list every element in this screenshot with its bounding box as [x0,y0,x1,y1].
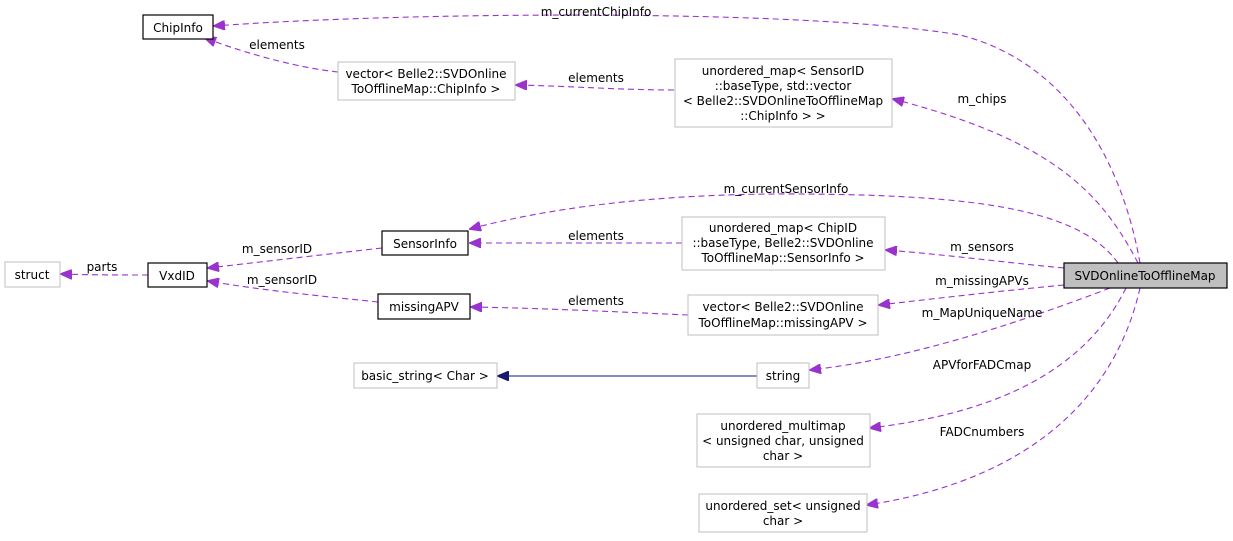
node-svdonlinetoofflinemap[interactable]: SVDOnlineToOfflineMap [1063,262,1228,289]
node-unordered-multimap-line-1: unordered_multimap [720,419,845,433]
node-umap-sensorid-line-4: ::ChipInfo > > [740,109,825,123]
edge-vxdid-to-struct [61,274,149,275]
edges [61,14,1141,505]
node-missingapv[interactable]: missingAPV [377,293,471,320]
label-m-missingapvs: m_missingAPVs [935,274,1029,288]
label-apvforfadcmap: APVforFADCmap [933,358,1031,372]
node-basic-string-label: basic_string< Char > [361,369,489,383]
label-fadcnumbers: FADCnumbers [940,425,1025,439]
node-vector-missingapv-line-2: ToOfflineMap::missingAPV > [697,316,867,330]
edge-umap-to-vector-chip [516,85,675,91]
edge-m-chips [893,99,1139,264]
node-vxdid-label: VxdID [159,269,195,283]
edge-vector-to-chipinfo [205,38,339,73]
edge-m-currentchipinfo [214,14,1141,264]
node-missingapv-label: missingAPV [389,300,460,314]
edge-labels: m_currentChipInfo elements elements m_ch… [87,5,1043,439]
node-umap-chipid-line-3: ToOfflineMap::SensorInfo > [700,251,864,265]
edge-missingapv-to-vxdid [208,281,379,303]
node-vector-missingapv[interactable]: vector< Belle2::SVDOnline ToOfflineMap::… [687,294,879,336]
edge-apvforfadcmap [870,287,1127,428]
node-umap-chipid-line-2: ::baseType, Belle2::SVDOnline [692,236,873,250]
edge-m-mapuniquename [810,287,1111,370]
edge-vector-missing-to-missingapv [471,307,689,316]
edge-sensorinfo-to-vxdid [208,247,383,268]
node-unordered-set[interactable]: unordered_set< unsigned char > [698,493,868,533]
node-string[interactable]: string [756,362,810,389]
node-vector-missingapv-line-1: vector< Belle2::SVDOnline [702,300,863,314]
label-elements-vec-missing: elements [568,294,624,308]
node-umap-sensorid-line-3: < Belle2::SVDOnlineToOfflineMap [683,94,883,108]
label-m-sensorid-1: m_sensorID [242,242,312,256]
node-vector-chipinfo-line-2: ToOfflineMap::ChipInfo > [351,82,501,96]
node-string-label: string [766,369,800,383]
node-umap-chipid[interactable]: unordered_map< ChipID ::baseType, Belle2… [681,216,886,271]
node-unordered-multimap[interactable]: unordered_multimap < unsigned char, unsi… [696,413,871,468]
edge-m-missingapvs [879,284,1065,305]
label-elements-umap-sensor: elements [568,71,624,85]
node-struct[interactable]: struct [4,261,61,288]
node-unordered-multimap-line-2: < unsigned char, unsigned [702,434,864,448]
node-umap-sensorid-line-1: unordered_map< SensorID [702,64,864,78]
label-m-sensorid-2: m_sensorID [247,273,317,287]
node-umap-sensorid[interactable]: unordered_map< SensorID ::baseType, std:… [674,58,893,128]
node-struct-label: struct [15,268,50,282]
label-m-currentsensorinfo: m_currentSensorInfo [724,182,849,196]
edge-m-currentsensorinfo [470,193,1119,264]
node-sensorinfo-label: SensorInfo [393,237,457,251]
node-vector-chipinfo-line-1: vector< Belle2::SVDOnline [345,67,506,81]
node-chipinfo-label: ChipInfo [153,21,203,35]
label-m-currentchipinfo: m_currentChipInfo [541,5,652,19]
label-m-mapuniquename: m_MapUniqueName [922,306,1043,320]
node-umap-chipid-line-1: unordered_map< ChipID [709,221,857,235]
node-unordered-set-line-1: unordered_set< unsigned [705,499,860,513]
edge-m-sensors [886,250,1065,269]
label-m-sensors: m_sensors [950,240,1014,254]
node-basic-string[interactable]: basic_string< Char > [353,362,498,389]
node-sensorinfo[interactable]: SensorInfo [381,230,469,256]
node-svdonlinetoofflinemap-label: SVDOnlineToOfflineMap [1074,269,1215,283]
node-vector-chipinfo[interactable]: vector< Belle2::SVDOnline ToOfflineMap::… [337,61,516,101]
node-vxdid[interactable]: VxdID [147,262,208,288]
node-unordered-multimap-line-3: char > [763,449,803,463]
label-elements-vec-chip: elements [249,38,305,52]
node-umap-sensorid-line-2: ::baseType, std::vector [715,79,852,93]
edge-fadcnumbers [867,287,1141,505]
label-elements-umap-chip: elements [568,229,624,243]
label-parts: parts [87,260,118,274]
node-unordered-set-line-2: char > [763,514,803,528]
node-chipinfo[interactable]: ChipInfo [142,14,214,40]
label-m-chips: m_chips [957,92,1006,106]
